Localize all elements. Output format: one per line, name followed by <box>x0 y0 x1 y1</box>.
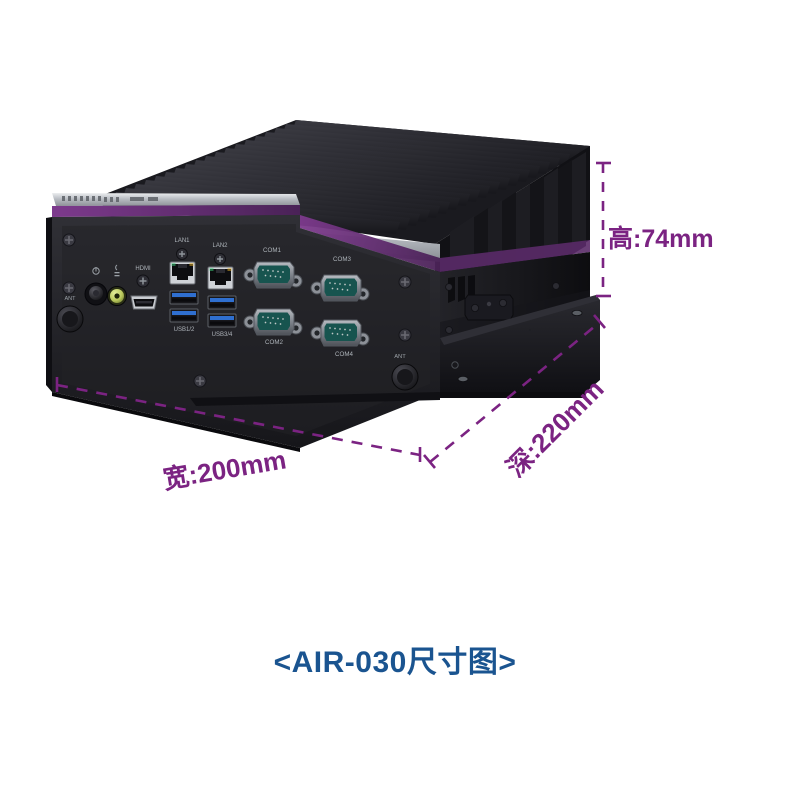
port-label-com3: COM3 <box>333 256 351 263</box>
port-audio-jack[interactable] <box>107 286 127 306</box>
port-lan1[interactable] <box>169 261 196 285</box>
front-right-screws <box>398 275 412 342</box>
port-ant-right[interactable] <box>391 363 419 391</box>
port-label-ant-right: ANT <box>394 354 406 360</box>
port-label-com2: COM2 <box>265 339 283 346</box>
dimension-line-width <box>55 377 422 462</box>
port-com2[interactable] <box>243 308 303 336</box>
front-io-panel: ANT HDMI <box>46 215 440 448</box>
port-usb34[interactable] <box>207 295 237 328</box>
port-com1[interactable] <box>243 261 303 289</box>
hdmi-screw-icon <box>136 274 150 288</box>
port-lan2[interactable] <box>207 266 234 290</box>
port-label-hdmi: HDMI <box>135 266 151 272</box>
port-label-lan2: LAN2 <box>212 243 228 249</box>
port-power-button[interactable] <box>84 282 108 306</box>
port-com3[interactable] <box>310 274 370 302</box>
port-ant-left[interactable] <box>56 305 84 333</box>
port-label-usb12: USB1/2 <box>174 327 195 333</box>
port-label-ant-left: ANT <box>65 296 77 302</box>
port-hdmi[interactable] <box>130 295 158 310</box>
lan1-screw-icon <box>176 248 188 260</box>
port-label-lan1: LAN1 <box>174 238 190 244</box>
port-label-usb34: USB3/4 <box>212 332 233 338</box>
lan2-screw-icon <box>214 253 226 265</box>
mounting-bracket <box>190 295 600 406</box>
dimension-line-depth <box>423 314 606 469</box>
dimension-label-height: 高:74mm <box>608 225 714 253</box>
side-access-panel <box>464 294 514 321</box>
figure-caption: <AIR-030尺寸图> <box>273 646 517 679</box>
port-usb12[interactable] <box>169 290 199 323</box>
dimension-lines <box>55 161 611 469</box>
port-label-com4: COM4 <box>335 351 353 358</box>
port-label-com1: COM1 <box>263 247 281 254</box>
accent-stripe <box>52 205 590 272</box>
dimension-line-height <box>596 161 611 298</box>
power-icon <box>92 267 100 275</box>
port-com4[interactable] <box>310 319 370 347</box>
audio-icon <box>114 264 120 277</box>
